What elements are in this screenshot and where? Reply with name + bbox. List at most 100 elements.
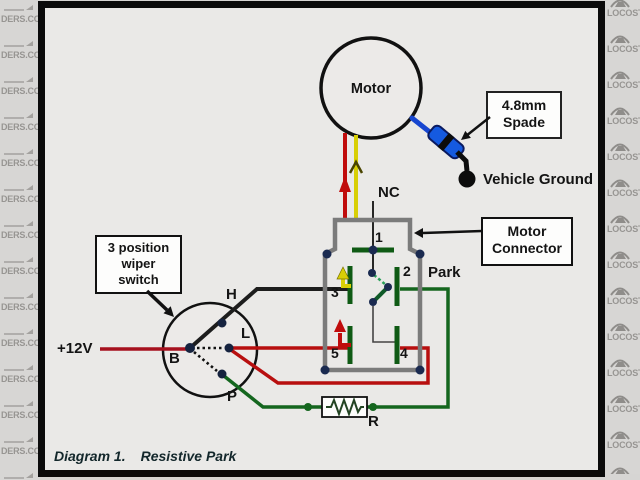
terminal-p-dot xyxy=(217,369,227,379)
watermark-dash-icon xyxy=(4,185,33,191)
watermark-logo-icon xyxy=(610,431,630,440)
park-wire xyxy=(222,287,450,409)
watermark-dash-icon xyxy=(4,329,33,335)
wiper-callout-arrow xyxy=(145,289,169,312)
watermark-logo-icon xyxy=(610,467,630,474)
wiper-callout-line1: 3 position xyxy=(107,240,170,255)
terminal-b-label: B xyxy=(169,350,180,367)
spade-callout-arrowhead-icon xyxy=(461,130,471,140)
terminal-l-label: L xyxy=(241,325,251,342)
vehicle-ground-terminal-icon xyxy=(458,170,476,188)
caption-prefix: Diagram 1. xyxy=(54,448,126,464)
watermark-logo-icon xyxy=(610,71,630,80)
wiper-switch-callout-text: 3 position wiper switch xyxy=(96,240,181,288)
wiper-switch-callout-box xyxy=(95,235,182,294)
watermark-dash-icon xyxy=(4,149,33,155)
watermark-logo-icon xyxy=(610,107,630,116)
watermark-left-item: DERS.CC xyxy=(0,468,38,480)
pin5-label: 5 xyxy=(331,345,339,361)
watermark-dash-icon xyxy=(4,41,33,47)
watermark-right-item: LOCOST xyxy=(606,282,640,318)
pin2-label: 2 xyxy=(403,263,411,279)
resistor-node-left xyxy=(304,403,312,411)
park-switch-dashed-arm xyxy=(373,274,387,286)
watermark-left-item: DERS.CC xyxy=(0,180,38,216)
diagram-caption: Diagram 1. Resistive Park xyxy=(54,448,236,464)
park-switch-dot xyxy=(368,269,376,277)
wiper-callout-line2: wiper xyxy=(121,256,156,271)
watermark-left-item: DERS.CC xyxy=(0,144,38,180)
wiper-callout-line3: switch xyxy=(118,272,159,287)
connector-dot xyxy=(415,249,425,259)
connector-callout-arrowhead-icon xyxy=(414,228,423,238)
watermark-left-item: DERS.CC xyxy=(0,360,38,396)
watermark-right-item: LOCOST xyxy=(606,354,640,390)
park-switch-dot xyxy=(384,283,392,291)
watermark-logo-icon xyxy=(610,215,630,224)
motor-connector-line2: Connector xyxy=(492,240,562,256)
watermark-right-item: LOCOST xyxy=(606,138,640,174)
park-switch-dot xyxy=(369,298,377,306)
spade-callout-line1: 4.8mm xyxy=(501,97,547,113)
pin5-red-arrowhead-icon xyxy=(334,319,346,332)
nc-label: NC xyxy=(378,184,400,201)
watermark-logo-icon xyxy=(610,143,630,152)
motor-label: Motor xyxy=(350,81,392,97)
watermark-left-item: DERS.CC xyxy=(0,324,38,360)
spade-callout-box xyxy=(486,91,562,139)
spade-callout-arrow xyxy=(465,116,491,137)
terminal-l-dot xyxy=(224,343,234,353)
pin3-yellow-arrowhead-icon xyxy=(336,266,350,280)
watermark-right-item: LOCOST xyxy=(606,246,640,282)
spade-callout-line2: Spade xyxy=(502,114,545,130)
watermark-logo-icon xyxy=(610,0,630,8)
watermark-dash-icon xyxy=(4,293,33,299)
spade-callout-text: 4.8mm Spade xyxy=(487,97,561,131)
watermark-logo-icon xyxy=(610,179,630,188)
watermark-logo-icon xyxy=(610,395,630,404)
watermark-right-item: LOCOST xyxy=(606,30,640,66)
park-switch-link-line xyxy=(372,306,395,343)
watermark-right-item: LOCOST xyxy=(606,0,640,30)
caption-title: Resistive Park xyxy=(140,448,237,464)
wiper-callout-arrowhead-icon xyxy=(163,306,174,317)
watermark-left-item: DERS.CC xyxy=(0,216,38,252)
watermark-dash-icon xyxy=(4,113,33,119)
watermark-left-item: DERS.CC xyxy=(0,36,38,72)
terminal-h-label: H xyxy=(226,286,237,303)
watermark-right-item: LOCOST xyxy=(606,66,640,102)
motor-connector-line1: Motor xyxy=(507,223,547,239)
watermark-left-item: DERS.CC xyxy=(0,72,38,108)
watermark-right-item: LOCOST xyxy=(606,318,640,354)
watermark-dash-icon xyxy=(4,257,33,263)
pin3-label: 3 xyxy=(331,284,339,300)
resistor-node-right xyxy=(369,403,377,411)
connector-callout-arrow xyxy=(422,229,483,235)
yellow-flow-chevron-icon xyxy=(348,159,364,174)
resistor-label: R xyxy=(368,413,379,430)
vehicle-ground-label: Vehicle Ground xyxy=(483,171,594,188)
watermark-logo-icon xyxy=(610,287,630,296)
pin1-label: 1 xyxy=(375,229,383,245)
watermark-left-item: DERS.CC xyxy=(0,108,38,144)
terminal-h-dot xyxy=(217,318,227,328)
watermark-dash-icon xyxy=(4,473,33,479)
watermark-right-item: LOCOST xyxy=(606,426,640,462)
motor-connector-callout-box xyxy=(481,217,573,266)
terminal-b-dot xyxy=(185,343,195,353)
terminal-p-label: P xyxy=(227,388,238,405)
watermark-right-item: LOCOST xyxy=(606,390,640,426)
motor-circle xyxy=(319,36,423,140)
connector-dot xyxy=(322,249,332,259)
watermark-dash-icon xyxy=(4,437,33,443)
park-label: Park xyxy=(428,264,461,281)
connector-dot xyxy=(320,365,330,375)
watermark-dash-icon xyxy=(4,5,33,11)
watermark-left-item: DERS.CC xyxy=(0,432,38,468)
watermark-dash-icon xyxy=(4,221,33,227)
watermark-right-item: LOCOST xyxy=(606,210,640,246)
pin5-red-arrow xyxy=(338,333,351,347)
